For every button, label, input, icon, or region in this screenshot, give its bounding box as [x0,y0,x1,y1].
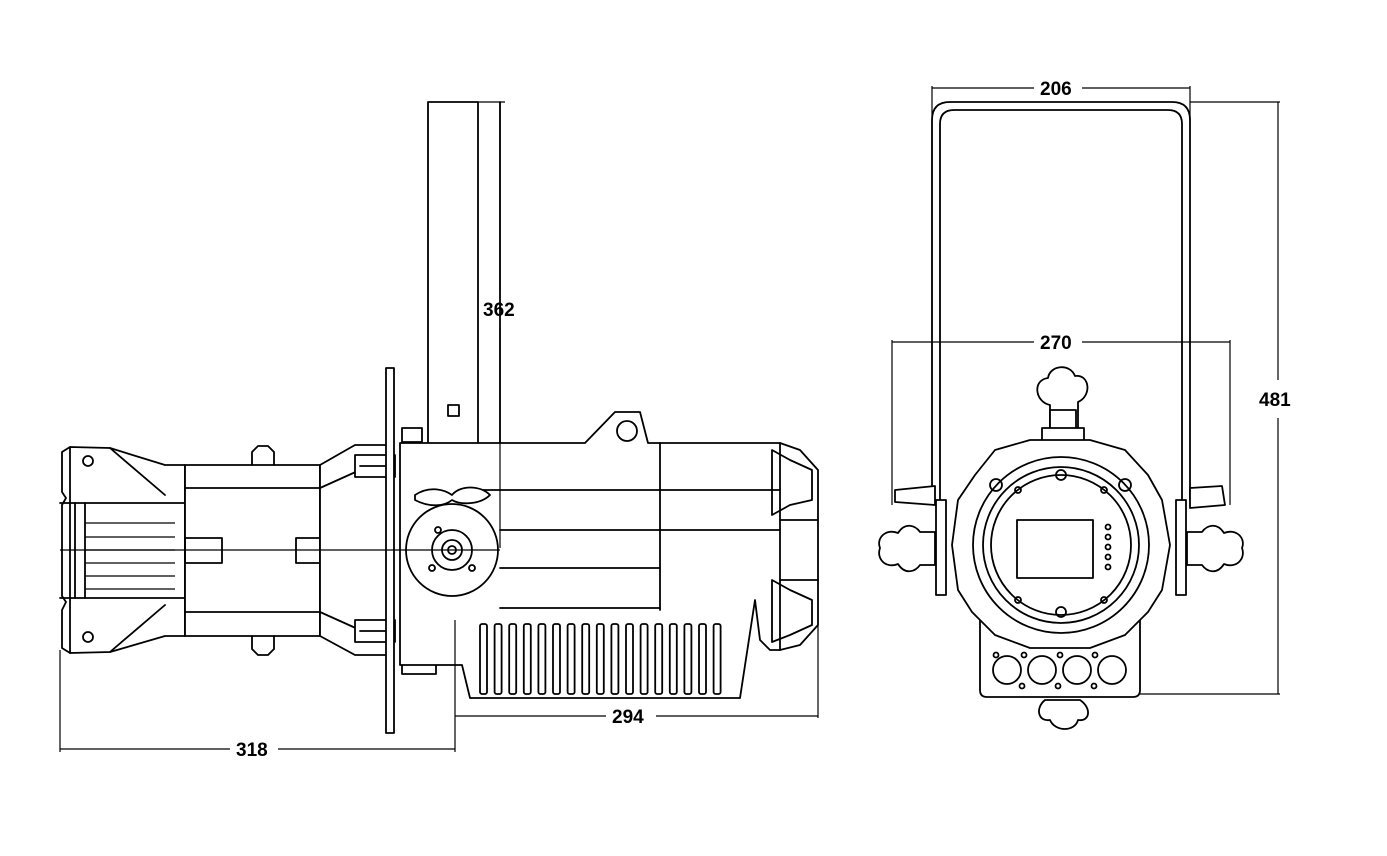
heatsink-fin [610,623,620,695]
dimension-label-481: 481 [1259,390,1291,411]
connectors [992,651,1127,690]
dimension-481: 481 [1140,101,1291,695]
heatsink-fin [537,623,547,695]
dimension-label-318: 318 [236,740,268,761]
heatsink-fin [625,623,634,695]
front-body [951,439,1171,698]
heatsink-fin [566,623,576,695]
top-knob [1036,366,1089,443]
heatsink-fin [668,623,678,695]
dimension-label-206: 206 [1040,79,1072,100]
bottom-knob [1038,699,1089,730]
heatsink-fin [552,623,561,695]
heatsink-fin [698,623,707,695]
heatsink-fin [683,623,693,695]
dimension-206: 206 [931,79,1191,120]
dimension-294: 294 [454,620,819,728]
heatsink-fin [522,623,532,695]
heatsink-fin [712,623,722,695]
heatsink-fins [479,623,722,695]
front-view: 206 270 481 [878,79,1291,730]
heatsink-fin [595,623,605,695]
heatsink-fin [581,623,591,695]
dimension-label-294: 294 [612,707,644,728]
dimension-label-270: 270 [1040,333,1072,354]
heatsink-fin [479,623,488,695]
dimension-270: 270 [891,333,1231,505]
heatsink-fin [654,623,664,695]
dimension-318: 318 [59,650,456,761]
heatsink-fin [493,623,503,695]
side-view: 362 294 318 [59,101,819,761]
yoke-u [931,101,1191,501]
heatsink-fin [639,623,649,695]
dimension-362: 362 [478,101,515,548]
dimension-label-362: 362 [483,300,515,321]
side-knobs [878,485,1244,596]
heatsink-fin [508,623,518,695]
indicator-leds [1104,523,1112,571]
